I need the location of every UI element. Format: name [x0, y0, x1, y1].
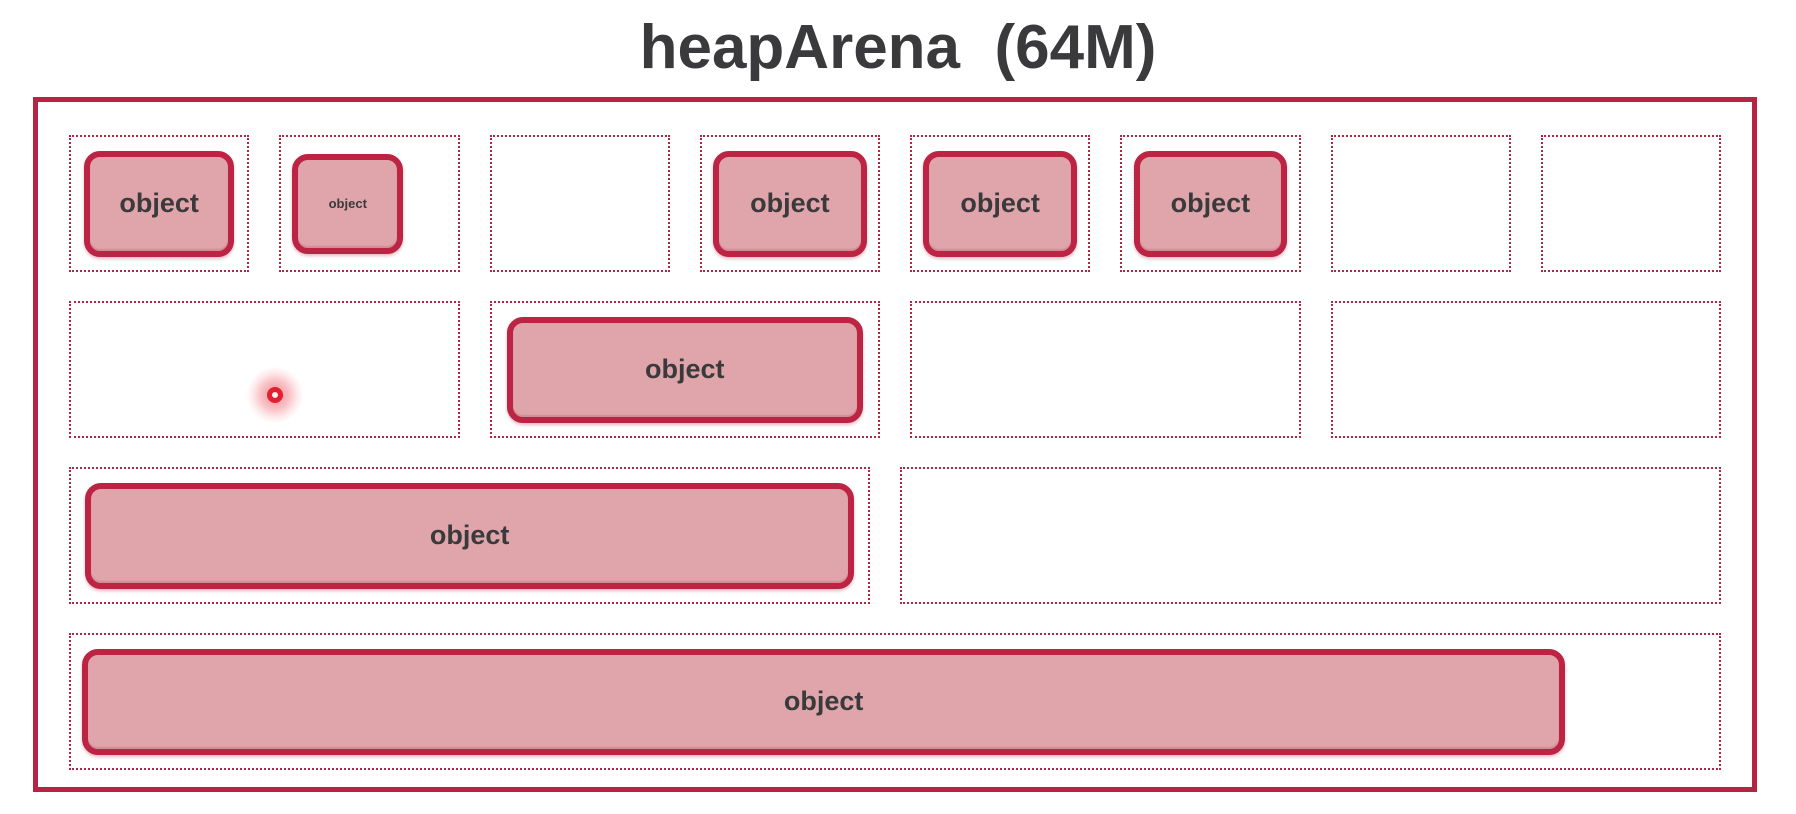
arena-row: object: [69, 633, 1721, 770]
arena-row: object object object object object: [69, 135, 1721, 272]
object-block: object: [923, 150, 1077, 257]
object-label: object: [644, 354, 725, 384]
object-label: object: [1170, 188, 1251, 218]
red-dot-ring: [266, 387, 283, 404]
object-block: object: [84, 482, 855, 589]
object-label: object: [960, 188, 1040, 218]
arena-row: object: [69, 467, 1721, 604]
object-label: object: [119, 188, 199, 218]
object-block: object: [292, 153, 404, 254]
memory-slot: object: [69, 633, 1721, 770]
object-label: object: [783, 686, 864, 716]
memory-slot: object: [489, 301, 880, 438]
object-block: object: [84, 150, 235, 257]
arena-row: object: [69, 301, 1721, 438]
object-label: object: [429, 520, 510, 550]
memory-slot: [489, 135, 670, 272]
page-title: heapArena (64M): [639, 12, 1157, 82]
memory-slot: [1330, 301, 1721, 438]
memory-slot: [1330, 135, 1511, 272]
object-block: object: [713, 150, 867, 257]
memory-slot: object: [910, 135, 1091, 272]
memory-slot: object: [69, 467, 871, 604]
memory-slot: object: [69, 135, 250, 272]
red-dot-indicator: [246, 367, 303, 424]
memory-slot: [910, 301, 1301, 438]
memory-slot: [1540, 135, 1721, 272]
object-block: object: [1133, 150, 1288, 257]
memory-slot: [69, 301, 460, 438]
object-block: object: [506, 316, 863, 423]
object-block: object: [82, 648, 1566, 755]
memory-slot: object: [1120, 135, 1301, 272]
memory-slot: object: [699, 135, 880, 272]
object-label: object: [750, 188, 830, 218]
memory-slot: object: [279, 135, 460, 272]
object-label: object: [328, 196, 367, 211]
memory-slot: [900, 467, 1721, 604]
